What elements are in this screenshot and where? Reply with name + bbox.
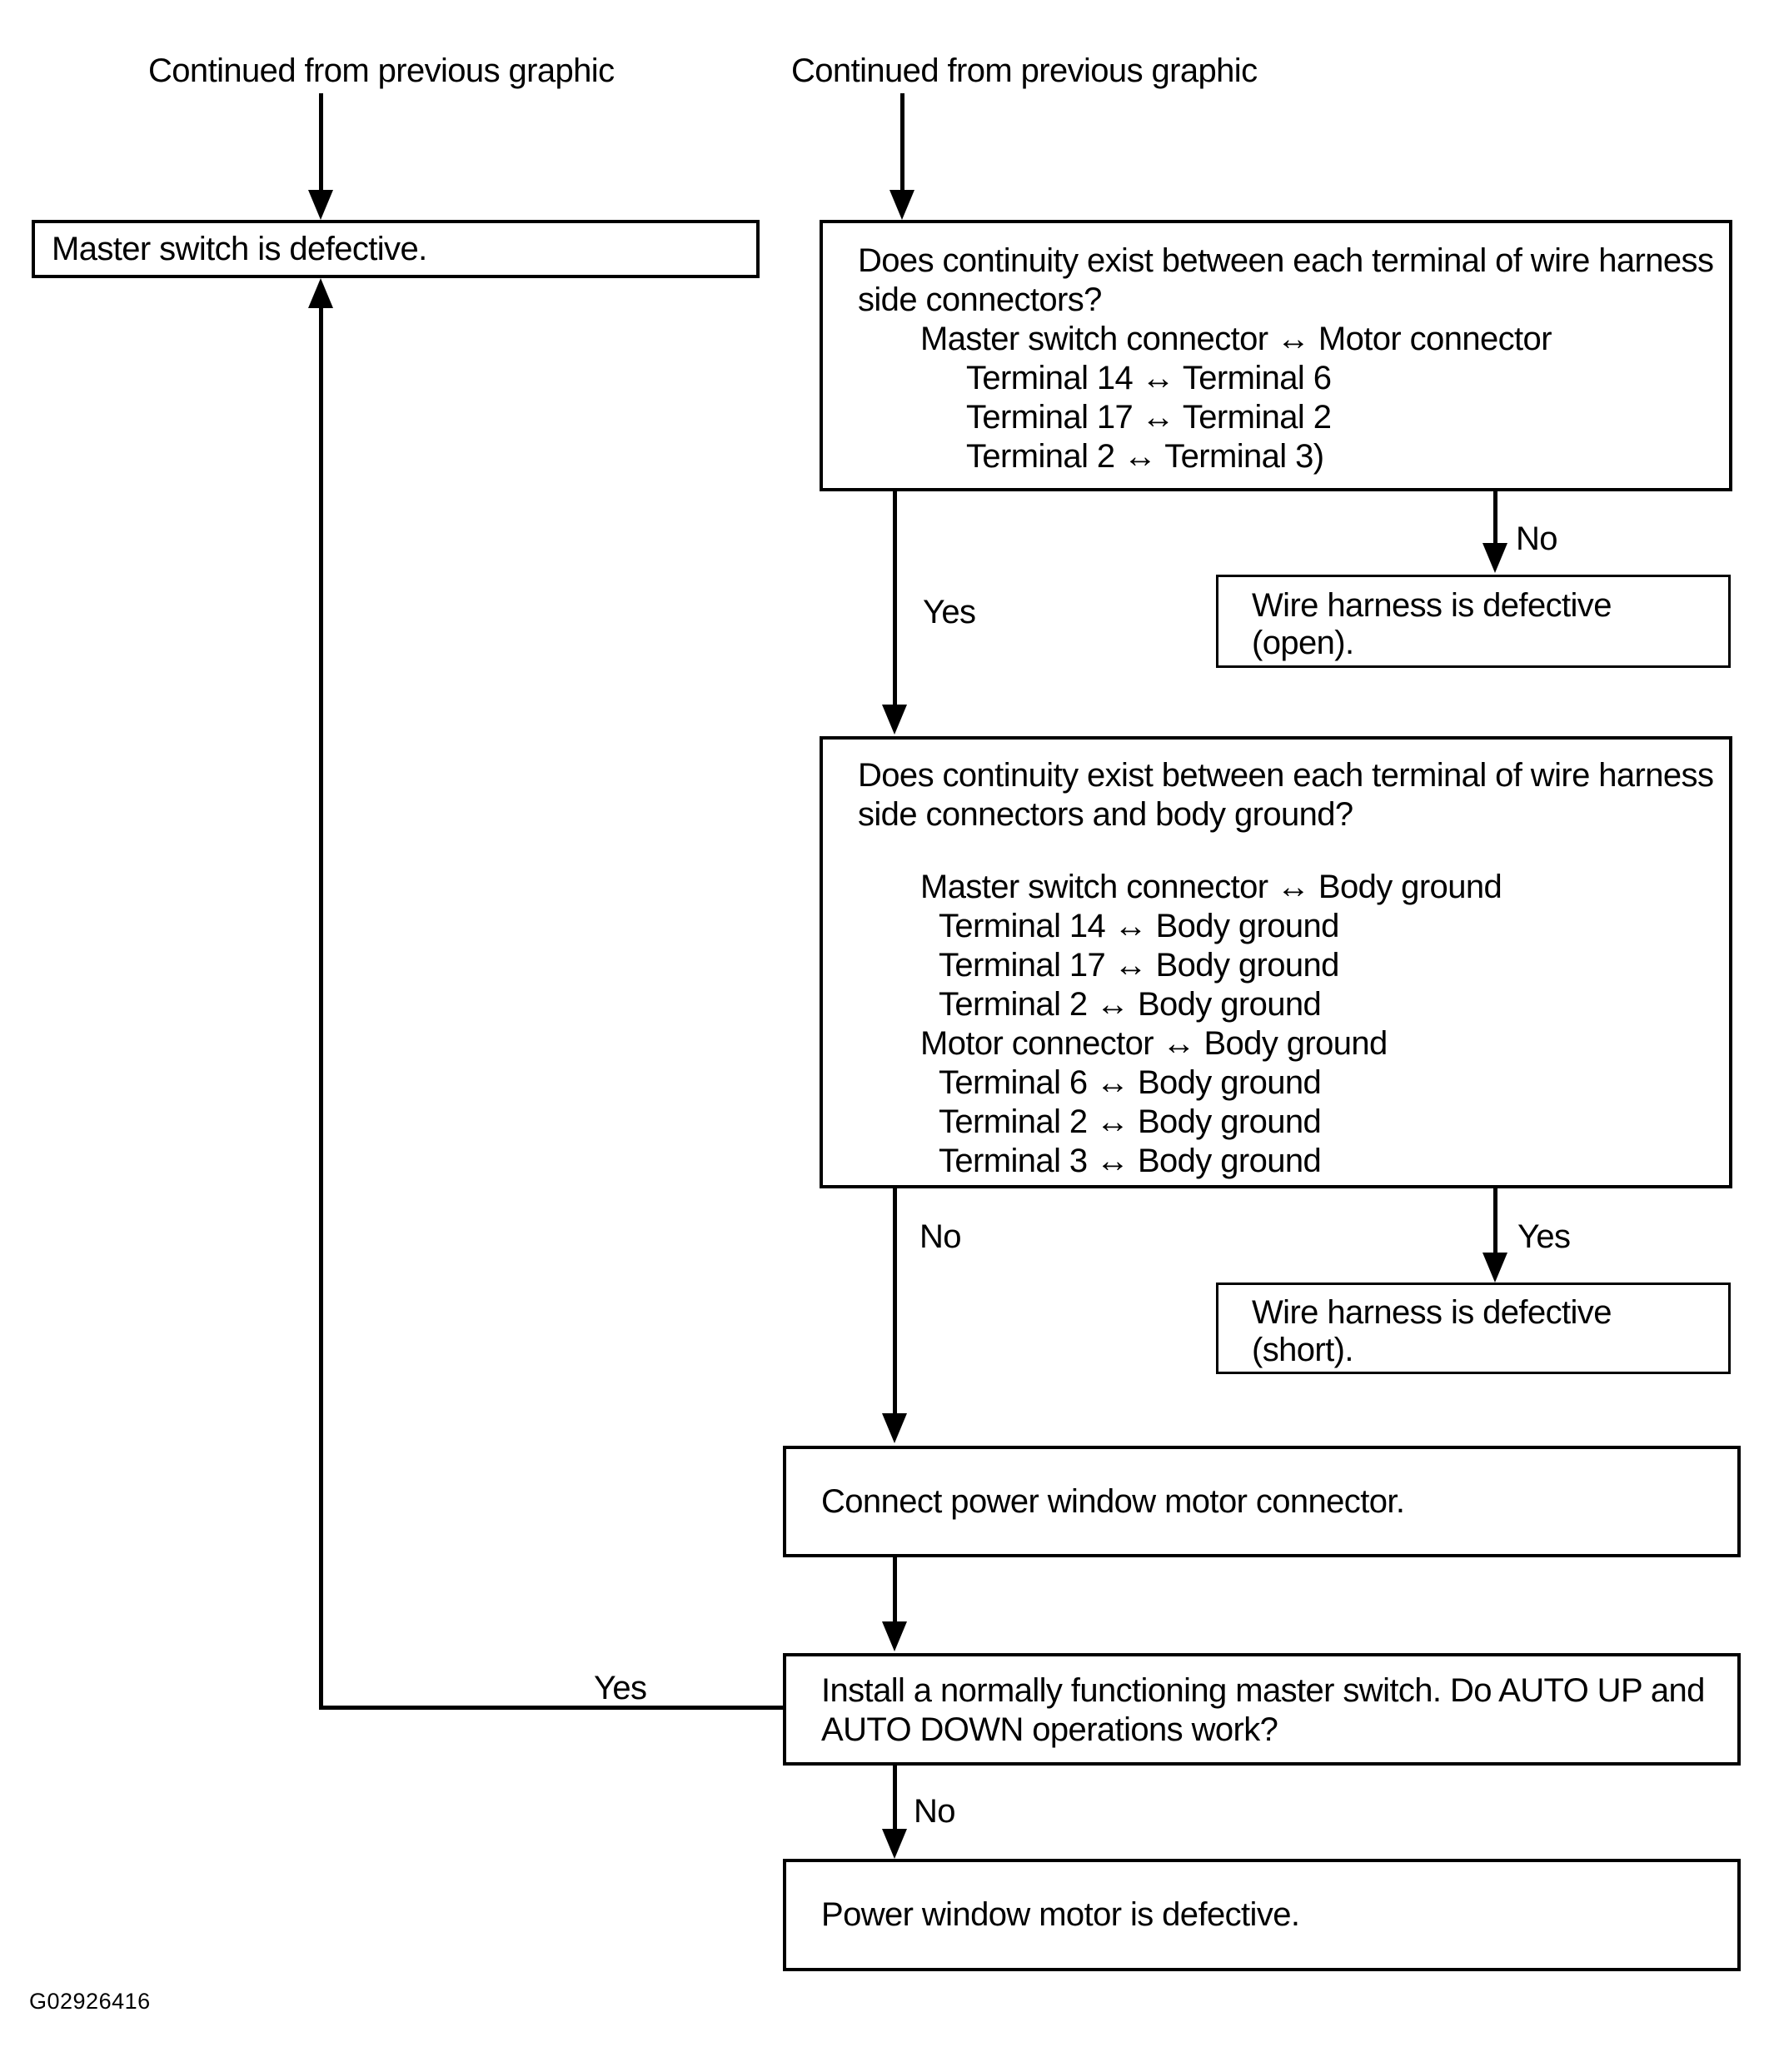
node-motor-defective: Power window motor is defective. <box>783 1859 1741 1971</box>
entry-left-arrowhead-icon <box>308 190 333 220</box>
edge-install-no-line <box>893 1766 897 1830</box>
node-line: Terminal 17 ↔ Terminal 2 <box>966 399 1332 436</box>
edge-q1-yes-label: Yes <box>923 594 976 630</box>
entry-right-line <box>900 93 904 192</box>
node-line: Does continuity exist between each termi… <box>858 242 1714 279</box>
edge-connect-install-arrowhead-icon <box>882 1621 907 1651</box>
edge-q1-no-line <box>1493 491 1497 545</box>
edge-q2-no-line <box>893 1188 897 1415</box>
edge-install-yes-vline <box>319 306 323 1710</box>
edge-q2-yes-arrowhead-icon <box>1482 1253 1507 1283</box>
node-line: Does continuity exist between each termi… <box>858 757 1714 794</box>
node-install-master-switch: Install a normally functioning master sw… <box>783 1653 1741 1766</box>
node-line: Terminal 2 ↔ Terminal 3) <box>966 438 1324 475</box>
node-text: Connect power window motor connector. <box>821 1482 1405 1520</box>
node-line: Terminal 14 ↔ Terminal 6 <box>966 360 1332 396</box>
node-line: Install a normally functioning master sw… <box>821 1672 1705 1709</box>
node-line: Master switch connector ↔ Motor connecto… <box>920 321 1552 357</box>
edge-q2-yes-label: Yes <box>1517 1218 1571 1255</box>
node-line: Wire harness is defective <box>1252 587 1612 624</box>
entry-right-arrowhead-icon <box>889 190 914 220</box>
continued-left-label: Continued from previous graphic <box>148 52 615 89</box>
entry-left-line <box>319 93 323 192</box>
node-continuity-question-2: Does continuity exist between each termi… <box>820 736 1732 1188</box>
node-connect-motor-connector: Connect power window motor connector. <box>783 1446 1741 1557</box>
node-text: Power window motor is defective. <box>821 1896 1300 1933</box>
edge-install-yes-arrowhead-icon <box>308 278 333 308</box>
edge-connect-install-line <box>893 1557 897 1623</box>
edge-q2-no-label: No <box>919 1218 962 1255</box>
edge-install-yes-hline <box>319 1706 783 1710</box>
edge-install-no-arrowhead-icon <box>882 1829 907 1859</box>
node-line: Terminal 17 ↔ Body ground <box>939 947 1339 984</box>
edge-q1-yes-arrowhead-icon <box>882 705 907 735</box>
node-line: Terminal 3 ↔ Body ground <box>939 1143 1322 1179</box>
node-line: side connectors and body ground? <box>858 796 1353 833</box>
node-harness-open: Wire harness is defective (open). <box>1216 575 1731 668</box>
node-harness-short: Wire harness is defective (short). <box>1216 1283 1731 1374</box>
node-line: side connectors? <box>858 281 1102 318</box>
node-line: Terminal 6 ↔ Body ground <box>939 1064 1322 1101</box>
edge-q2-no-arrowhead-icon <box>882 1413 907 1443</box>
continued-right-label: Continued from previous graphic <box>791 52 1258 89</box>
edge-install-no-label: No <box>914 1793 956 1830</box>
node-line: AUTO DOWN operations work? <box>821 1711 1278 1748</box>
edge-q2-yes-line <box>1493 1188 1497 1254</box>
edge-q1-no-arrowhead-icon <box>1482 543 1507 573</box>
node-line: Terminal 2 ↔ Body ground <box>939 986 1322 1023</box>
node-master-switch-defective: Master switch is defective. <box>32 220 760 278</box>
node-text: Master switch is defective. <box>52 230 427 267</box>
edge-q1-yes-line <box>893 491 897 706</box>
node-line: Master switch connector ↔ Body ground <box>920 869 1502 905</box>
node-line: (short). <box>1252 1332 1353 1368</box>
node-line: Terminal 2 ↔ Body ground <box>939 1103 1322 1140</box>
edge-install-yes-label: Yes <box>594 1670 647 1706</box>
edge-q1-no-label: No <box>1516 520 1558 557</box>
node-line: Wire harness is defective <box>1252 1294 1612 1331</box>
node-continuity-question-1: Does continuity exist between each termi… <box>820 220 1732 491</box>
figure-code: G02926416 <box>29 1989 151 2014</box>
node-line: (open). <box>1252 625 1354 661</box>
node-line: Motor connector ↔ Body ground <box>920 1025 1388 1062</box>
node-line: Terminal 14 ↔ Body ground <box>939 908 1339 944</box>
